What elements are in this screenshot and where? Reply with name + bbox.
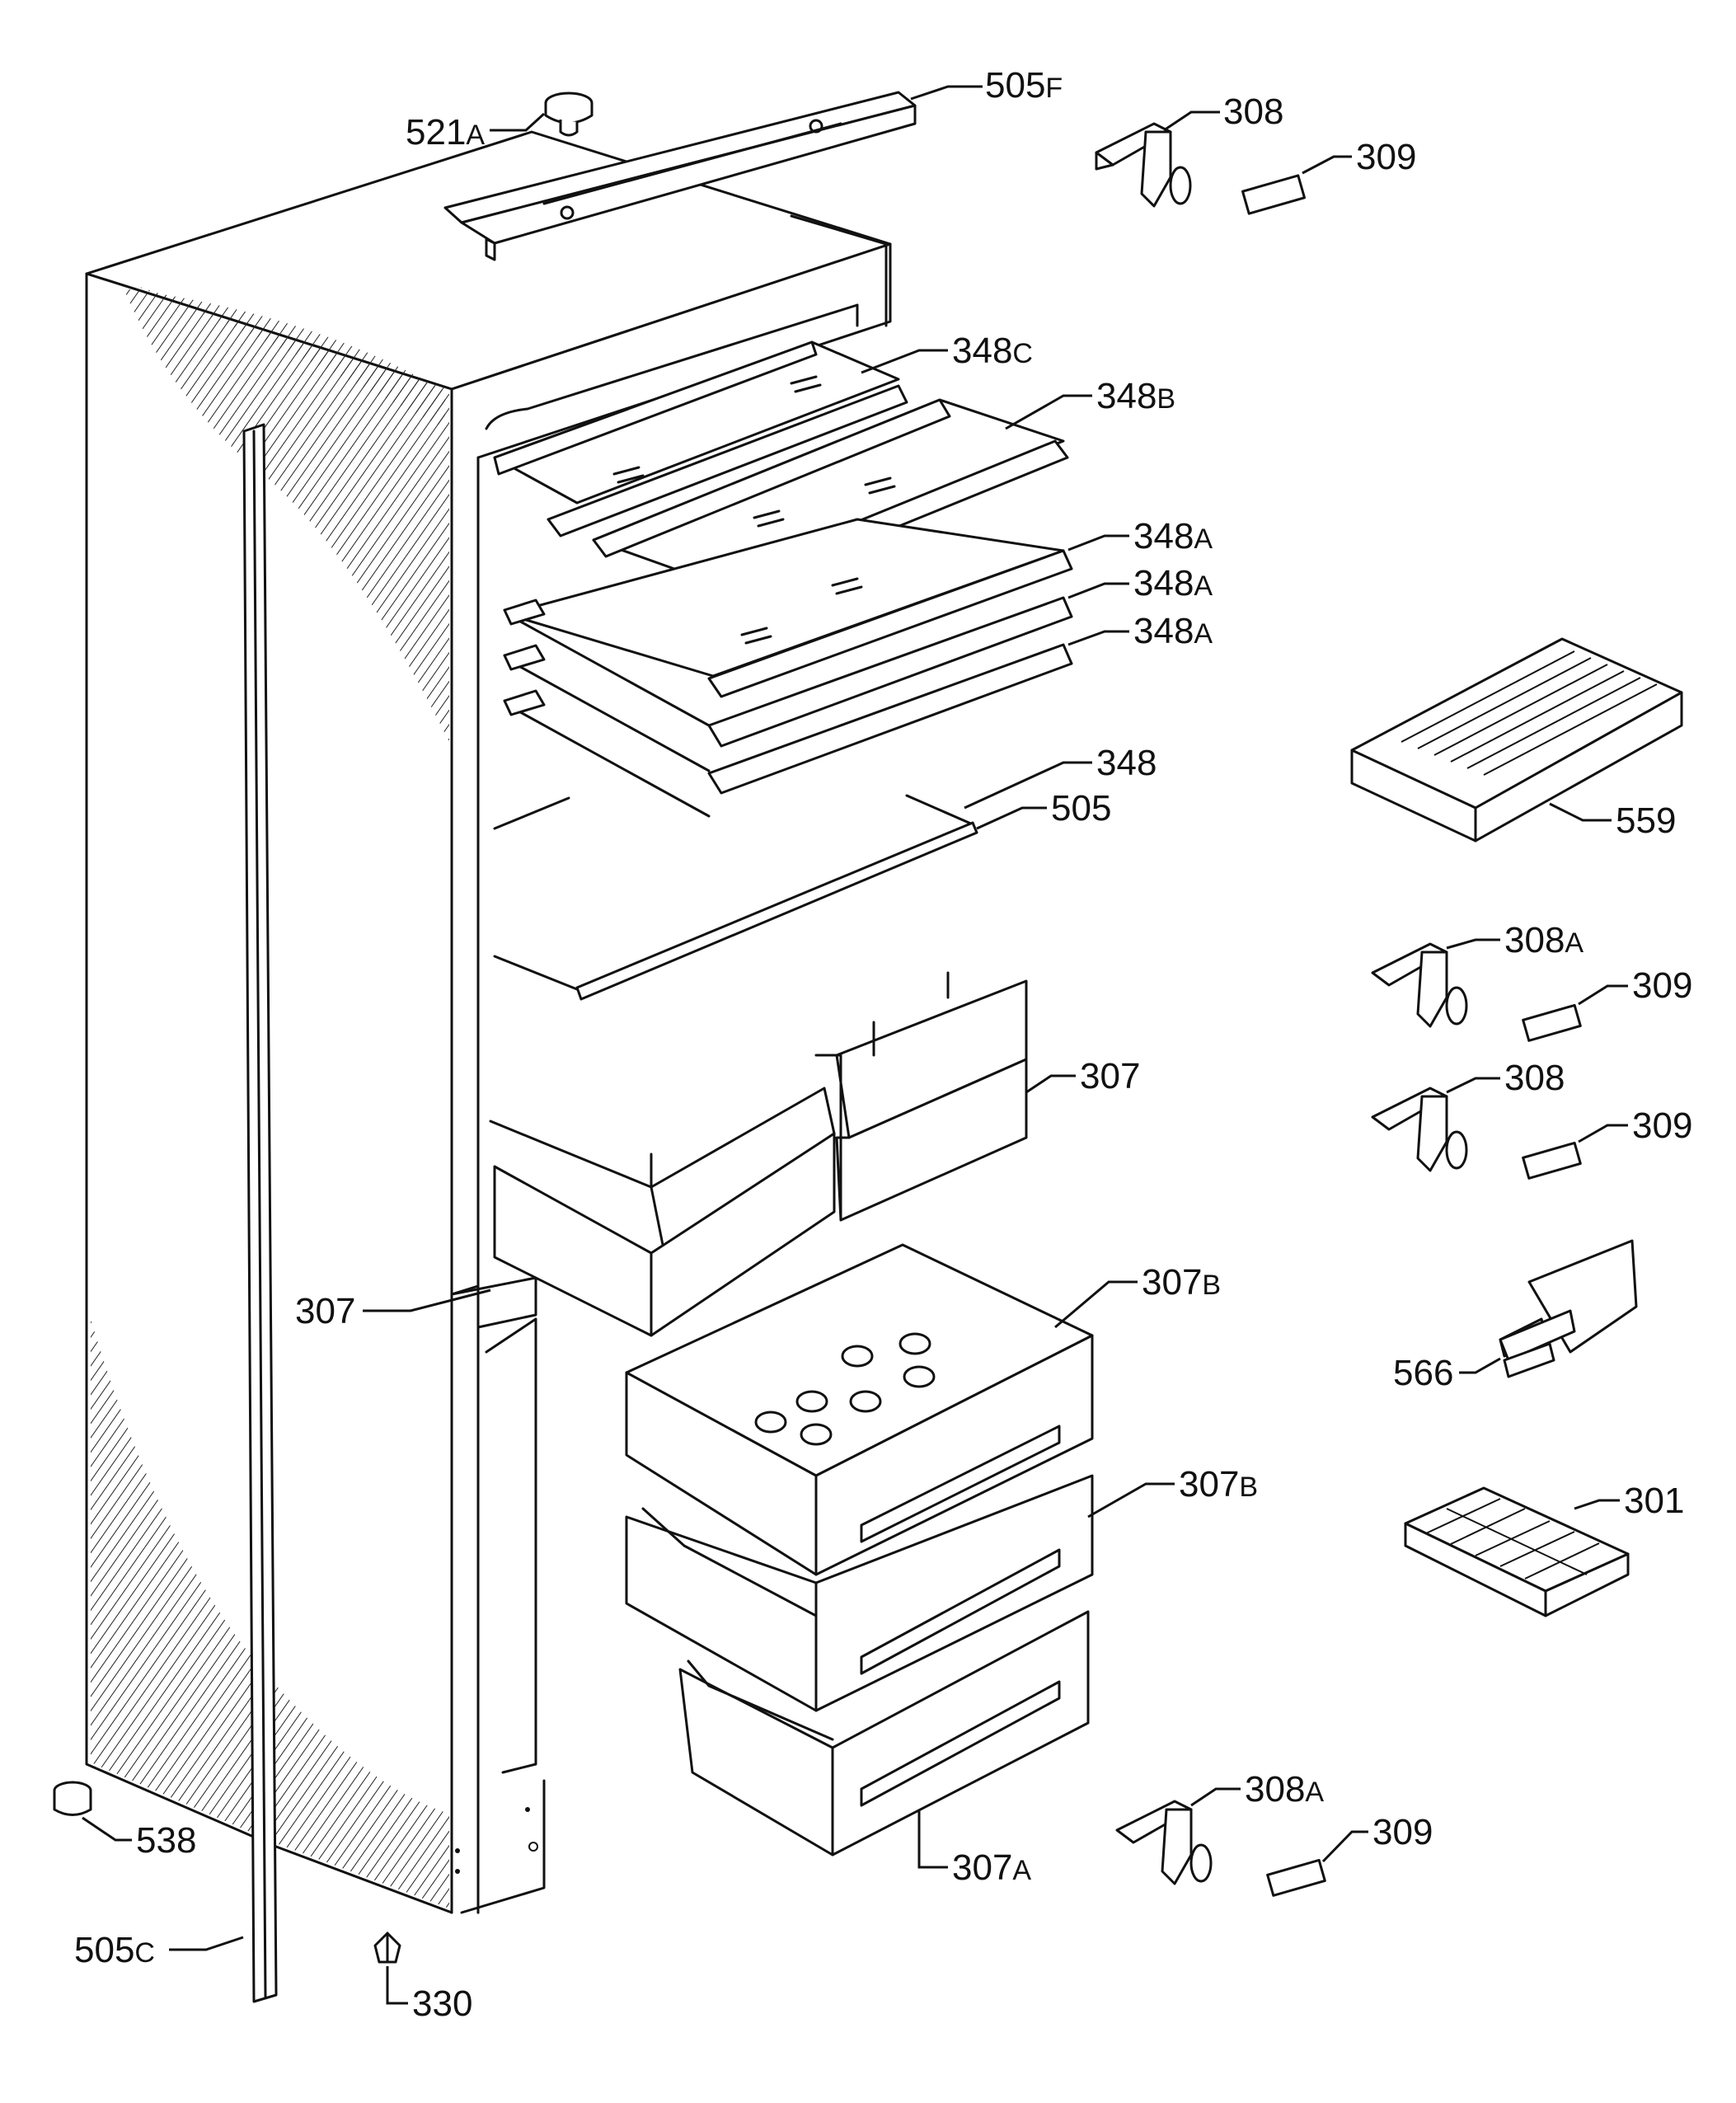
drawer-307-right (814, 971, 1028, 1222)
door-gasket-505C (242, 423, 278, 2003)
leader-lines (82, 85, 1628, 2005)
label-330: 330 (412, 1983, 472, 2024)
label-307-left: 307 (295, 1291, 355, 1331)
ice-tray-301 (1404, 1486, 1630, 1617)
top-hinge-505F (443, 91, 917, 261)
label-505C: 505C (74, 1930, 155, 1970)
label-307B-mid: 307B (1179, 1464, 1258, 1504)
door-hinge-308A-bottom (1115, 1800, 1213, 1885)
label-348C: 348C (952, 331, 1033, 371)
label-309-bottom: 309 (1372, 1812, 1433, 1852)
drawer-307-left (489, 1087, 836, 1337)
ice-scraper-566 (1499, 1239, 1638, 1378)
cover-309-mid (1522, 1003, 1582, 1042)
door-hinge-308A-mid (1371, 942, 1468, 1028)
cover-309-top (1241, 174, 1307, 215)
cover-309-bottom (1266, 1858, 1326, 1897)
label-301: 301 (1624, 1481, 1684, 1521)
label-307-right: 307 (1080, 1056, 1140, 1096)
freezer-drawer-307B-top (625, 1243, 1094, 1576)
label-348A-2: 348A (1133, 563, 1213, 603)
freezer-drawer-307A-bottom (678, 1610, 1090, 1857)
label-308-top: 308 (1223, 92, 1283, 132)
label-505: 505 (1051, 788, 1111, 829)
label-309-top: 309 (1356, 137, 1416, 177)
label-566: 566 (1393, 1353, 1453, 1393)
label-348A-1: 348A (1133, 516, 1213, 556)
foot-538 (53, 1781, 92, 1816)
shelf-348C (493, 340, 908, 537)
label-308-lower: 308 (1504, 1058, 1565, 1098)
label-348A-3: 348A (1133, 611, 1213, 651)
cover-309-lower (1522, 1141, 1582, 1180)
label-538: 538 (136, 1820, 196, 1861)
label-505F: 505F (985, 65, 1063, 106)
label-308A-mid: 308A (1504, 920, 1584, 960)
label-308A-bottom: 308A (1245, 1769, 1324, 1810)
screw-330 (373, 1932, 401, 1964)
shelf-348A-1 (505, 518, 1073, 698)
label-307B-top: 307B (1142, 1262, 1221, 1303)
part-labels: 505F 521A 308 309 348C 348B 348A 348A 34… (74, 65, 1692, 2024)
glass-plate-348 (493, 794, 978, 1001)
freezer-drawer-307B-mid (625, 1474, 1094, 1712)
label-521A: 521A (406, 112, 485, 153)
label-348B: 348B (1096, 376, 1175, 416)
label-309-mid: 309 (1632, 965, 1692, 1006)
label-307A: 307A (952, 1847, 1031, 1888)
door-hinge-308-top (1095, 122, 1192, 208)
cap-521A (544, 92, 594, 137)
label-559: 559 (1616, 800, 1676, 841)
shelf-348A-3 (503, 643, 1073, 818)
door-hinge-308-lower (1371, 1087, 1468, 1172)
shelf-348A-2 (503, 596, 1073, 748)
label-309-lower: 309 (1632, 1105, 1692, 1146)
cover-559 (1350, 637, 1683, 843)
label-348: 348 (1096, 743, 1157, 783)
